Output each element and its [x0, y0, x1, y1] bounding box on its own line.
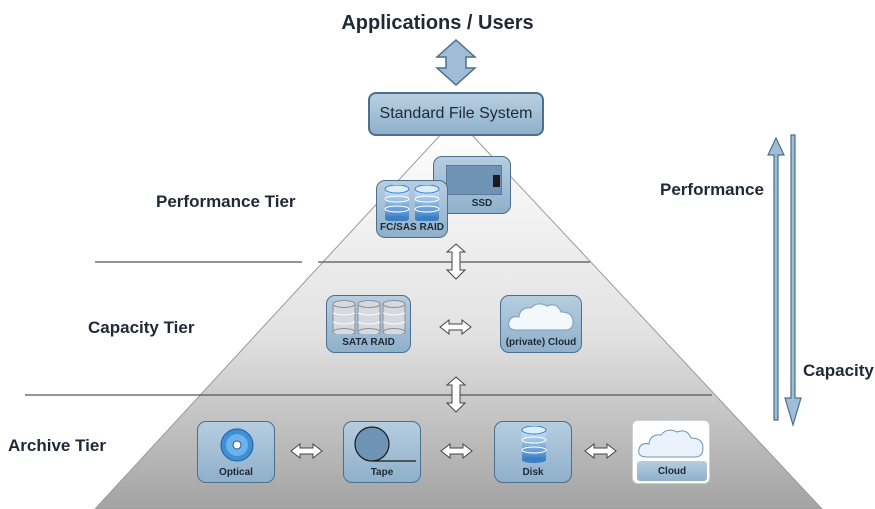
database-icon: [521, 426, 547, 463]
sata-raid-label: SATA RAID: [342, 337, 395, 348]
optical-label: Optical: [219, 467, 253, 478]
file-system-box: Standard File System: [368, 92, 544, 136]
capacity-label: Capacity: [803, 361, 874, 380]
cloud-card: Cloud: [632, 420, 710, 484]
cloud-label: Cloud: [637, 461, 707, 481]
capacity-horizontal-arrow-icon: [439, 318, 472, 336]
private-cloud-card: (private) Cloud: [500, 295, 582, 353]
tier-arrow-upper-icon: [445, 243, 467, 280]
sata-raid-card: SATA RAID: [326, 295, 411, 353]
optical-card: Optical: [197, 421, 275, 483]
capacity-down-arrow-icon: [784, 134, 802, 428]
users-double-arrow-icon: [435, 38, 477, 87]
archive-tier-label: Archive Tier: [8, 436, 106, 455]
tape-card: Tape: [343, 421, 421, 483]
fc-sas-raid-label: FC/SAS RAID: [380, 222, 444, 233]
private-cloud-label: (private) Cloud: [505, 337, 577, 348]
tape-reel-icon: [354, 426, 416, 462]
archive-arrow-1-icon: [290, 442, 323, 460]
performance-tier-label: Performance Tier: [156, 192, 296, 211]
optical-disc-icon: [220, 428, 254, 462]
database-stack-icon: [384, 185, 440, 221]
pyramid-shape: [94, 117, 823, 509]
cloud-icon: [638, 429, 704, 458]
tier-arrow-lower-icon: [445, 376, 467, 413]
archive-arrow-2-icon: [440, 442, 473, 460]
archive-arrow-3-icon: [584, 442, 617, 460]
performance-up-arrow-icon: [767, 136, 785, 421]
page-title: Applications / Users: [341, 12, 534, 34]
cloud-icon: [508, 303, 574, 331]
disk-label: Disk: [522, 467, 544, 478]
ssd-icon: [446, 165, 502, 195]
database-array-icon: [332, 300, 406, 334]
performance-label: Performance: [660, 180, 764, 199]
ssd-label: SSD: [471, 198, 493, 209]
capacity-tier-label: Capacity Tier: [88, 318, 195, 337]
disk-card: Disk: [494, 421, 572, 483]
fc-sas-raid-card: FC/SAS RAID: [376, 180, 448, 238]
tape-label: Tape: [370, 467, 394, 478]
